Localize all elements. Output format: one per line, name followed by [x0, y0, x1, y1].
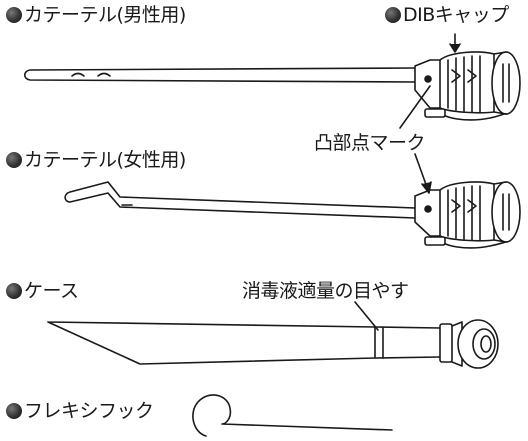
label-female-catheter: カテーテル(女性用): [6, 149, 186, 171]
bullet-icon: [6, 152, 22, 168]
bullet-icon: [6, 7, 22, 23]
label-convex-mark: 凸部点マーク: [314, 132, 426, 154]
flexi-hook-illustration: [192, 394, 393, 437]
label-disinfectant-level: 消毒液適量の目やす: [242, 280, 409, 302]
convex-mark-leaders: [399, 85, 432, 194]
male-catheter-illustration: [23, 51, 521, 121]
label-male-catheter: カテーテル(男性用): [6, 4, 186, 26]
label-case: ケース: [6, 280, 79, 302]
disinfectant-leader: [354, 301, 379, 331]
bullet-icon: [6, 283, 22, 299]
label-flexi-hook: フレキシフック: [6, 400, 154, 422]
case-illustration: [47, 319, 499, 369]
dib-cap-arrow: [449, 33, 461, 53]
label-dib-cap: DIBキャップ: [385, 4, 509, 26]
bullet-icon: [385, 7, 401, 23]
female-catheter-illustration: [64, 181, 521, 249]
bullet-icon: [6, 403, 22, 419]
